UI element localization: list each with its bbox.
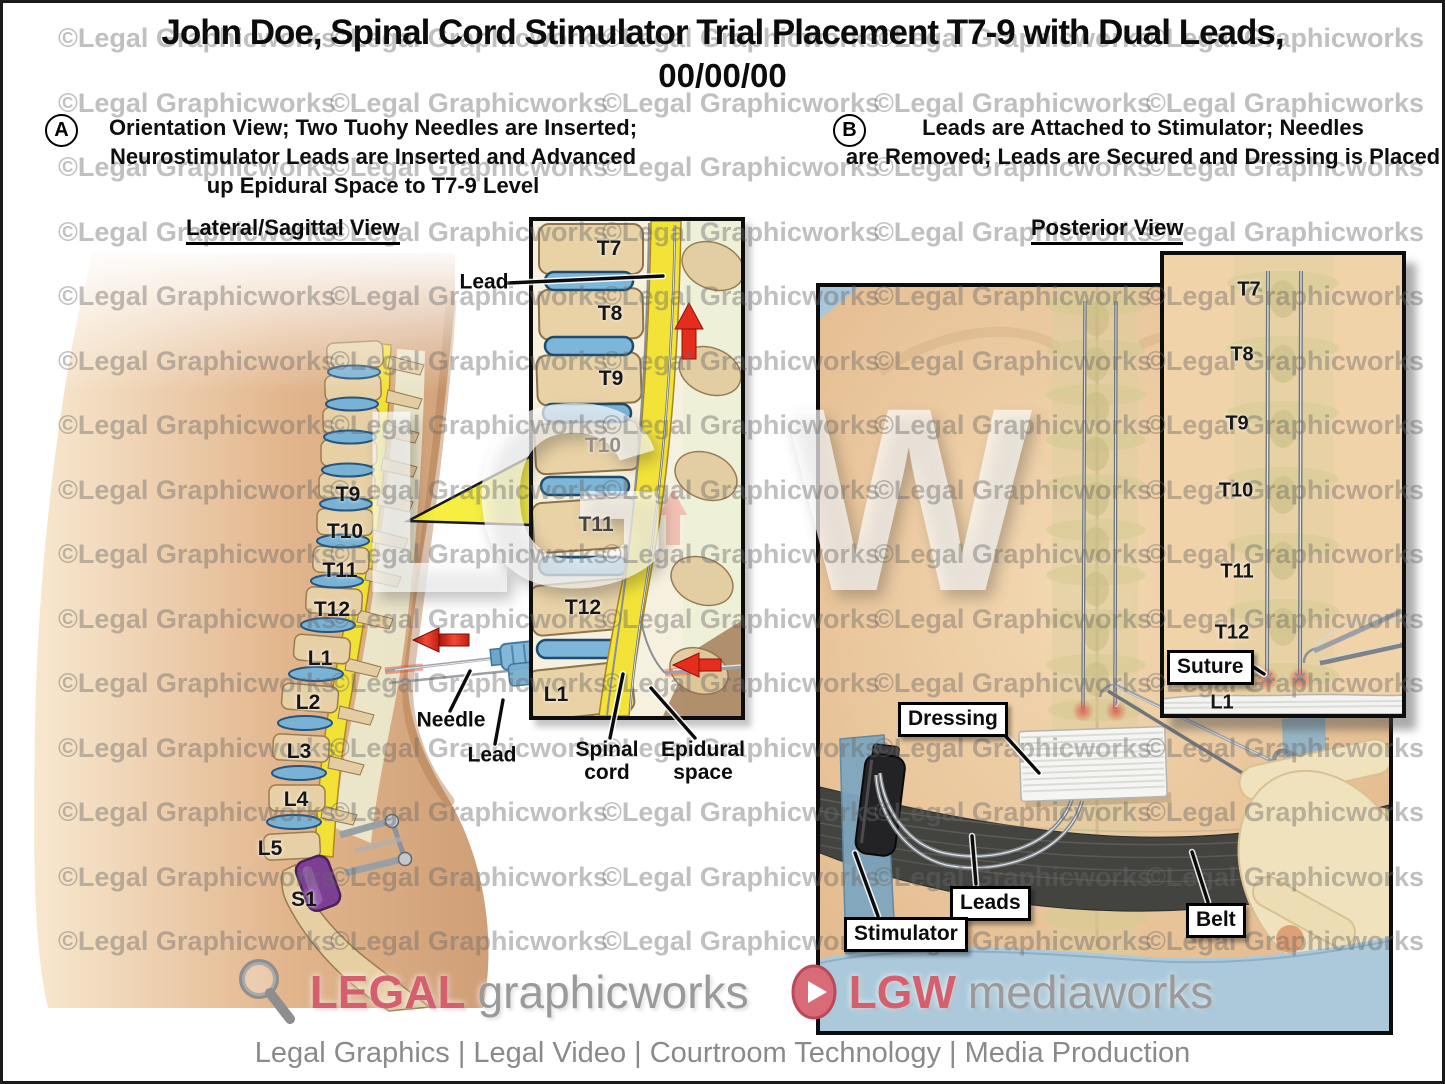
inset-up-arrow-faded: [659, 489, 687, 545]
section-a-caption: Orientation View; Two Tuohy Needles are …: [73, 113, 673, 200]
lateral-vertebra-label: T11: [322, 559, 358, 582]
lateral-vertebra-label: L4: [283, 788, 309, 811]
needle-label: Needle: [416, 708, 486, 732]
lateral-vertebra-label: L3: [286, 740, 312, 763]
detail-forceps: [1302, 608, 1404, 666]
inset-up-arrow: [674, 301, 704, 360]
section-b-badge: B: [833, 114, 866, 147]
spinous-processes: [320, 355, 425, 826]
detail-vertebra-label: T8: [1230, 343, 1254, 366]
detail-vertebra-label: T12: [1214, 621, 1250, 644]
lateral-vertebra-label: L5: [257, 837, 283, 860]
spine-magnified-inset: [526, 217, 745, 722]
lateral-vertebra-label: T10: [326, 520, 364, 543]
inset-vertebra-label: T9: [598, 367, 624, 390]
red-arrow-left: [411, 627, 470, 653]
lateral-lead-label: Lead: [467, 743, 517, 767]
inset-lead-label: Lead: [459, 270, 509, 294]
detail-dressing: [1161, 693, 1405, 715]
suture-site: [1072, 700, 1094, 722]
posterior-detail-art: [1161, 255, 1405, 715]
lateral-vertebra-label: S1: [291, 888, 317, 911]
page-title: John Doe, Spinal Cord Stimulator Trial P…: [161, 13, 1284, 52]
spine-column: [262, 340, 431, 1012]
inset-left-arrow: [671, 652, 722, 678]
belt-tag: Belt: [1186, 903, 1246, 939]
page-date: 00/00/00: [658, 57, 787, 94]
inset-vertebra-label: T7: [596, 237, 622, 260]
watermark-text: ©Legal Graphicworks: [1146, 216, 1424, 247]
posterior-detail-inset: [1160, 251, 1406, 718]
sheet-corner: [820, 287, 860, 319]
section-a-line2: Neurostimulator Leads are Inserted and A…: [109, 144, 637, 169]
dressing-tag: Dressing: [898, 702, 1008, 738]
inset-vertebra-label: L1: [543, 683, 569, 706]
lateral-vertebra-label: T12: [313, 598, 351, 621]
brand2-suffix: mediaworks: [967, 966, 1214, 1018]
detail-leads: [1265, 270, 1303, 676]
spinal-hardware: [294, 813, 413, 913]
brand2-name: LGW: [848, 966, 956, 1018]
inset-vertebra-label: T8: [597, 302, 623, 325]
sacrum: [281, 863, 431, 1012]
section-a-badge: A: [45, 114, 78, 147]
footer-tagline: Legal Graphics | Legal Video | Courtroom…: [254, 1037, 1191, 1069]
detail-vertebra-label: T10: [1218, 479, 1254, 502]
leads-tag: Leads: [950, 886, 1031, 922]
detail-vertebra-label: T11: [1220, 560, 1254, 583]
suture-tag: Suture: [1167, 650, 1254, 686]
posterior-leads: [874, 300, 1118, 870]
footer-brand-row: LEGAL graphicworks LGW mediaworks: [3, 955, 1442, 1029]
lateral-vertebra-label: L1: [307, 647, 333, 670]
posterior-art: [819, 287, 1419, 1032]
lateral-vertebra-label: L2: [295, 691, 321, 714]
spine-magnified-art: [526, 220, 745, 722]
inset-vertebra-label: T11: [578, 513, 614, 536]
inset-vertebra-label: T12: [564, 596, 602, 619]
posterior-view-title: Posterior View: [1031, 215, 1184, 245]
epidural-space-label: Epidural space: [660, 738, 745, 784]
dressing-gauze: [1018, 725, 1172, 808]
fingertip: [1276, 925, 1304, 953]
detail-vertebra-label: L1: [1210, 691, 1234, 714]
lateral-vertebra-label: T9: [335, 483, 361, 506]
stimulator-tag: Stimulator: [844, 917, 968, 953]
brand1-name: LEGAL: [309, 966, 466, 1018]
spinal-cord-label: Spinal cord: [575, 738, 639, 784]
section-a-line3: up Epidural Space to T7-9 Level: [206, 173, 540, 198]
detail-vertebra-label: T9: [1225, 412, 1249, 435]
gloved-hand: [1237, 738, 1419, 985]
detail-vertebra-label: T7: [1237, 278, 1261, 301]
lateral-view-title: Lateral/Sagittal View: [186, 215, 400, 245]
section-b-line2: are Removed; Leads are Secured and Dress…: [845, 144, 1441, 169]
section-b-caption: Leads are Attached to Stimulator; Needle…: [843, 113, 1442, 171]
suture-site: [1105, 700, 1127, 722]
section-b-line1: Leads are Attached to Stimulator; Needle…: [922, 115, 1364, 140]
detail-spine-shadow: [1227, 255, 1339, 714]
posterior-view-panel: [816, 283, 1419, 1035]
inset-vertebra-label: T10: [584, 434, 622, 457]
play-icon: [791, 964, 837, 1020]
magnifier-icon: [238, 959, 295, 1024]
section-a-line1: Orientation View; Two Tuohy Needles are …: [108, 115, 638, 140]
brand1-suffix: graphicworks: [477, 966, 749, 1018]
implant-purple: [294, 854, 342, 913]
